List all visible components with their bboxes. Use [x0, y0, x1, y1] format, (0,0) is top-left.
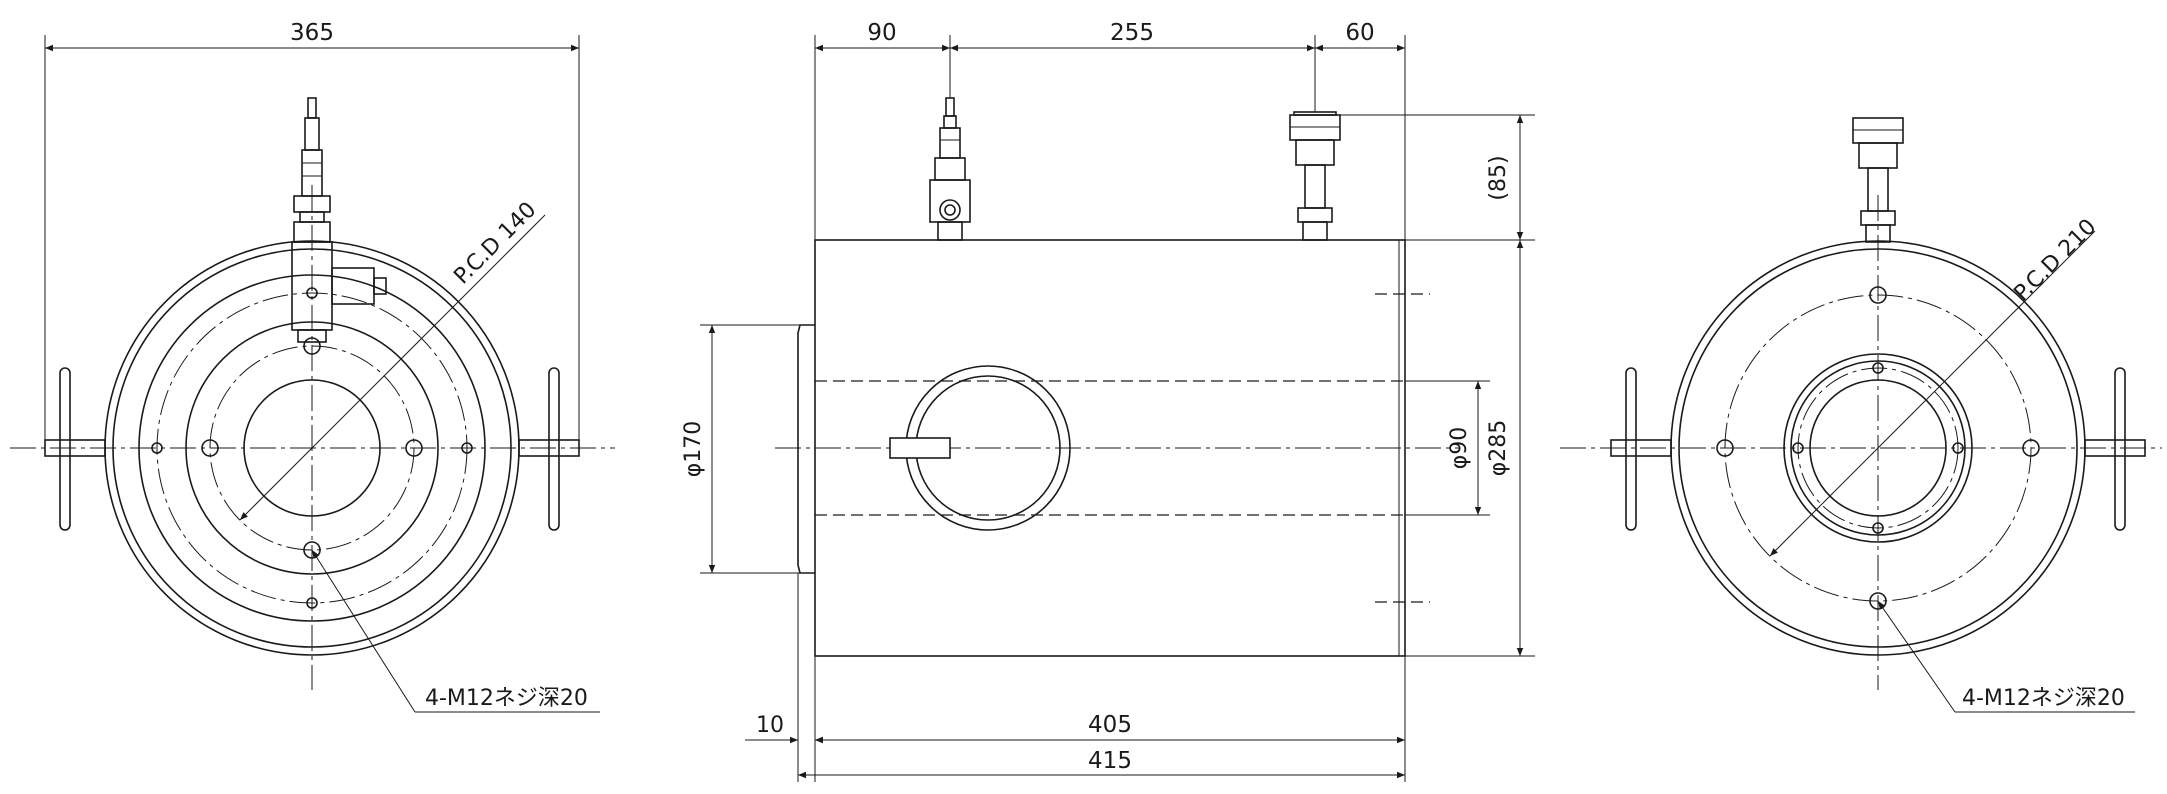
left-outer-pcd-circle [156, 292, 468, 604]
left-side-handle-left [44, 367, 106, 531]
left-width-dimension [44, 35, 580, 440]
handle-stub [889, 437, 951, 459]
left-side-handle-right [518, 367, 580, 531]
right-outer-rim-circle [1678, 248, 2078, 648]
right-bore-circle [1809, 379, 1947, 517]
flange-lip [797, 324, 815, 574]
right-inner-hole-left [1792, 442, 1804, 454]
right-inner-hole-bottom [1872, 522, 1884, 534]
center-left-vertical-dimension [700, 324, 800, 574]
left-outer-hole-top [306, 287, 318, 299]
left-outer-rim-circle [112, 248, 512, 648]
left-pcd-hole-left [201, 439, 219, 457]
dim-body-length: 405 [1088, 712, 1132, 738]
left-flange-circle [138, 274, 486, 622]
right-inner-hole-top [1872, 362, 1884, 374]
center-bottom-dimensions [745, 573, 1406, 782]
dim-total-length: 415 [1088, 748, 1132, 774]
thread-note-left: 4-M12ネジ深20 [425, 686, 588, 711]
right-side-handle-right [2084, 367, 2146, 531]
left-end-view [10, 35, 615, 713]
left-boss-circle [185, 321, 439, 575]
cylinder-body [814, 239, 1406, 657]
right-pcd-hole-top [1869, 286, 1887, 304]
left-coupler-fitting [291, 97, 387, 343]
right-end-view [1560, 117, 2162, 713]
left-pcd-leader [239, 214, 546, 521]
right-inner-hole-right [1952, 442, 1964, 454]
left-thread-leader [311, 549, 600, 713]
right-thread-leader [1877, 600, 2135, 713]
pcd-140-label: P.C.D 140 [449, 197, 541, 289]
dim-seg3: 60 [1345, 20, 1374, 46]
center-right-vertical-dimensions [1340, 114, 1535, 657]
right-inner-pcd-circle [1797, 367, 1959, 529]
dim-lip: 10 [756, 713, 784, 738]
right-flange-inner [1790, 360, 1966, 536]
left-pcd-hole-top [303, 337, 321, 355]
dim-flange-diameter: φ170 [681, 421, 706, 478]
left-outer-hole-left [151, 442, 163, 454]
right-flange-outer [1783, 353, 1973, 543]
center-left-fitting [929, 97, 971, 241]
center-side-view [700, 35, 1535, 782]
dim-overall-width: 365 [290, 20, 334, 46]
dim-bore-diameter: φ90 [1447, 427, 1472, 470]
dim-connector-height: (85) [1486, 155, 1511, 200]
center-top-dimension-chain [814, 35, 1406, 240]
left-pcd140-circle [209, 345, 415, 551]
left-bore-circle [243, 379, 381, 517]
right-coupler-fitting [1852, 117, 1904, 243]
dim-body-diameter: φ285 [1486, 420, 1511, 477]
dim-seg1: 90 [867, 20, 896, 46]
right-pcd-hole-right [2022, 439, 2040, 457]
left-outer-hole-right [461, 442, 473, 454]
right-pcd-hole-left [1716, 439, 1734, 457]
dim-seg2: 255 [1110, 20, 1154, 46]
left-outer-hole-bottom [306, 597, 318, 609]
right-side-handle-left [1610, 367, 1672, 531]
thread-note-right: 4-M12ネジ深20 [1962, 686, 2125, 711]
pcd-210-label: P.C.D 210 [2009, 214, 2101, 306]
right-pcd-leader [1769, 230, 2096, 557]
left-pcd-hole-right [405, 439, 423, 457]
center-right-coupler [1289, 111, 1341, 241]
